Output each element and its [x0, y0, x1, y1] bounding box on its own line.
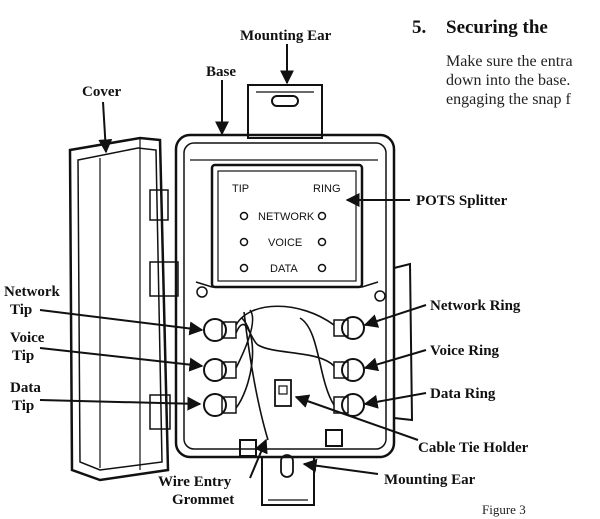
terminals [203, 316, 365, 417]
cable-tie-holder [274, 379, 292, 407]
cover [68, 136, 179, 482]
body-line-1: Make sure the entra [446, 53, 573, 70]
section-number: 5. [412, 17, 426, 38]
panel-row-network: NETWORK [258, 211, 315, 223]
panel-row-data: DATA [270, 263, 298, 275]
callout-arrows [39, 44, 427, 479]
label-cover: Cover [82, 84, 121, 100]
body-line-3: engaging the snap f [446, 91, 572, 108]
label-mounting-ear-bottom: Mounting Ear [384, 472, 476, 488]
label-network-tip-2: Tip [10, 302, 32, 318]
figure-caption: Figure 3 [482, 502, 526, 517]
body-line-2: down into the base. [446, 72, 570, 89]
label-pots-splitter: POTS Splitter [416, 193, 508, 209]
panel-ring-label: RING [313, 183, 341, 195]
label-base: Base [206, 64, 236, 80]
wires [235, 305, 335, 441]
mounting-ear-top [247, 84, 323, 139]
label-data-tip-2: Tip [12, 398, 34, 414]
label-cable-tie-holder: Cable Tie Holder [418, 440, 529, 456]
label-voice-ring: Voice Ring [430, 343, 500, 359]
label-wire-entry-1: Wire Entry [158, 474, 232, 490]
label-wire-entry-2: Grommet [172, 492, 234, 508]
panel-row-voice: VOICE [268, 237, 302, 249]
base-enclosure [174, 133, 414, 459]
label-data-tip-1: Data [10, 380, 41, 396]
label-network-tip-1: Network [4, 284, 60, 300]
section-title: Securing the [446, 17, 548, 38]
panel-tip-label: TIP [232, 183, 249, 195]
label-mounting-ear-top: Mounting Ear [240, 28, 332, 44]
label-voice-tip-1: Voice [10, 330, 45, 346]
pots-splitter-panel: TIP RING NETWORK VOICE DATA [195, 163, 386, 302]
label-data-ring: Data Ring [430, 386, 496, 402]
label-voice-tip-2: Tip [12, 348, 34, 364]
label-network-ring: Network Ring [430, 298, 521, 314]
